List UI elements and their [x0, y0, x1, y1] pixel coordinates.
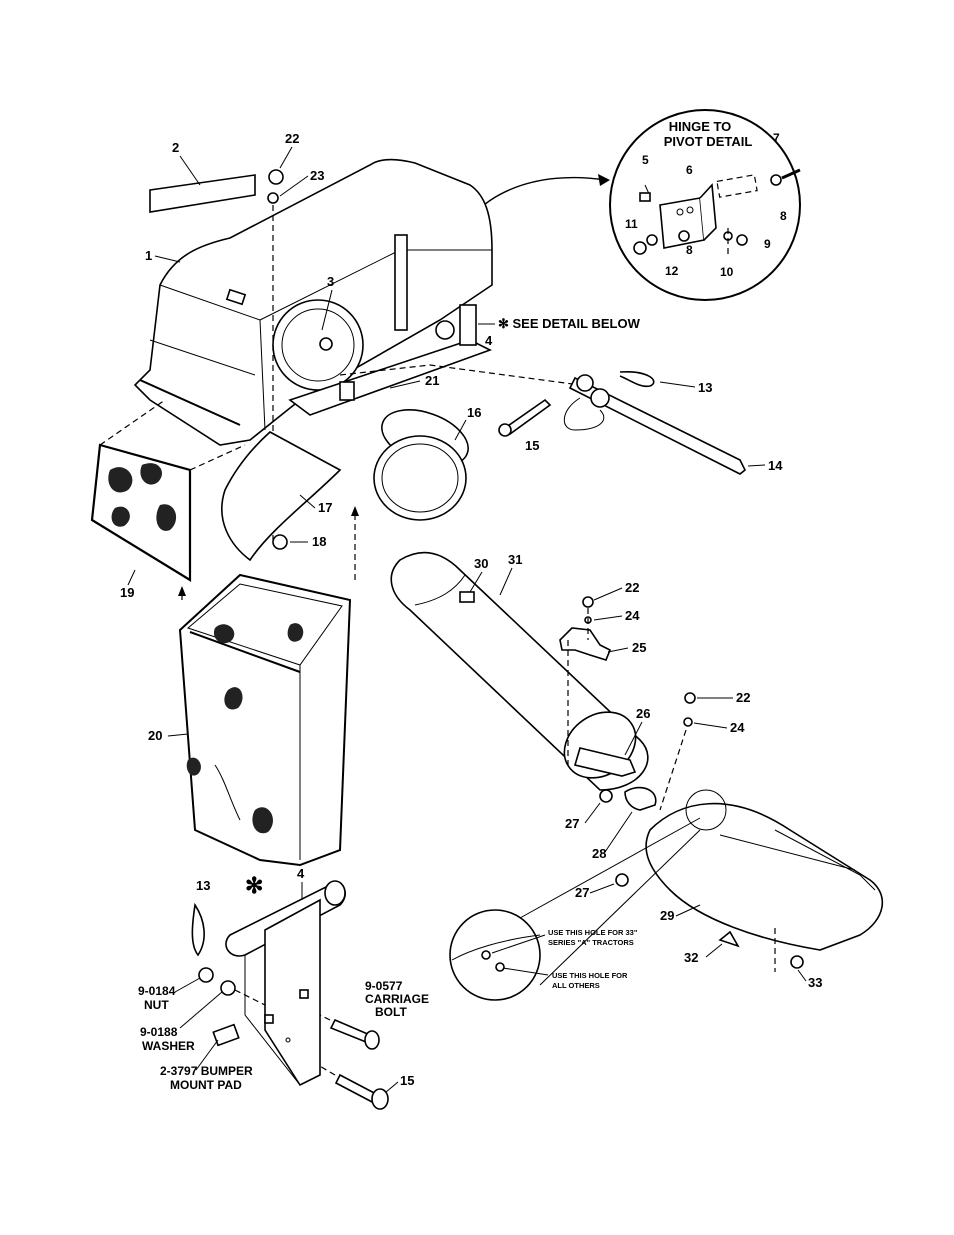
- detail-asterisk: ✻: [245, 873, 263, 898]
- callout-6: 6: [686, 163, 693, 177]
- washer-part-number: 9-0188: [140, 1025, 178, 1039]
- detail-title-line1: HINGE TO: [669, 119, 732, 134]
- clevis-pin-15b: [334, 1073, 389, 1110]
- callout-10: 10: [720, 265, 734, 279]
- bumper-pad-label-line2: MOUNT PAD: [170, 1078, 242, 1092]
- callout-32: 32: [684, 950, 698, 965]
- washer-23: [267, 192, 279, 204]
- callout-22: 22: [285, 131, 299, 146]
- hinge-detail-inset: HINGE TO PIVOT DETAIL 5 6 7 8 8 9 10 11 …: [609, 109, 801, 301]
- nut-22c: [684, 692, 696, 704]
- callout-5: 5: [642, 153, 649, 167]
- callout-7: 7: [773, 131, 780, 145]
- callout-23: 23: [310, 168, 324, 183]
- bumper-pad: [212, 1023, 240, 1047]
- bolt-part-number: 9-0577: [365, 979, 403, 993]
- callout-8b: 8: [686, 243, 693, 257]
- hole-33-note-line2: SERIES "A" TRACTORS: [548, 938, 634, 947]
- nut-part-number: 9-0184: [138, 984, 176, 998]
- nut-9-0184: [198, 967, 214, 983]
- callout-18: 18: [312, 534, 326, 549]
- nut-22b: [582, 596, 594, 608]
- callout-24: 24: [625, 608, 640, 623]
- nut-label: NUT: [144, 998, 169, 1012]
- see-detail-note: ✻ SEE DETAIL BELOW: [498, 316, 641, 331]
- callout-25: 25: [632, 640, 646, 655]
- washer-label: WASHER: [142, 1039, 195, 1053]
- callout-14: 14: [768, 458, 783, 473]
- callout-2: 2: [172, 140, 179, 155]
- decal-30: [459, 591, 475, 603]
- callout-11: 11: [625, 217, 638, 231]
- callout-16: 16: [467, 405, 481, 420]
- callout-22b: 22: [625, 580, 639, 595]
- deflector-17: [221, 431, 342, 562]
- carriage-bolt: [329, 1018, 380, 1050]
- callout-12: 12: [665, 264, 679, 278]
- bolt-label-line1: CARRIAGE: [365, 992, 429, 1006]
- bumper-pad-label-line1: 2-3797 BUMPER: [160, 1064, 253, 1078]
- grass-bag-20: [178, 573, 352, 867]
- callout-28: 28: [592, 846, 606, 861]
- hairpin-clip-13: [619, 371, 655, 388]
- hole-33-note-line1: USE THIS HOLE FOR 33": [548, 928, 638, 937]
- hole-all-note-line1: USE THIS HOLE FOR: [552, 971, 628, 980]
- hole-detail-inset: [449, 817, 701, 1001]
- bracket-28: [624, 786, 657, 811]
- bumper-mount-bracket-4: [225, 880, 346, 1087]
- callout-22c: 22: [736, 690, 750, 705]
- bolt-27: [599, 789, 613, 803]
- callout-33: 33: [808, 975, 822, 990]
- callout-15: 15: [525, 438, 539, 453]
- washer-24b: [683, 717, 693, 727]
- bolt-18: [272, 534, 288, 550]
- callout-31: 31: [508, 552, 522, 567]
- callout-27b: 27: [575, 885, 589, 900]
- screen-19: [90, 399, 246, 582]
- callout-4: 4: [485, 333, 493, 348]
- discharge-chute-29: [645, 789, 884, 951]
- callout-27: 27: [565, 816, 579, 831]
- callout-4b: 4: [297, 866, 305, 881]
- callout-24b: 24: [730, 720, 745, 735]
- callout-26: 26: [636, 706, 650, 721]
- callout-1: 1: [145, 248, 152, 263]
- hairpin-clip-13b: [191, 902, 205, 957]
- detail-title-line2: PIVOT DETAIL: [664, 134, 753, 149]
- nut-32: [718, 930, 740, 948]
- clevis-pin-15: [498, 398, 552, 437]
- decal-2: 2: [149, 140, 256, 213]
- hole-all-note-line2: ALL OTHERS: [552, 981, 600, 990]
- callout-13: 13: [698, 380, 712, 395]
- plate-26: [573, 747, 637, 777]
- hopper-lid: [133, 158, 493, 446]
- callout-13b: 13: [196, 878, 210, 893]
- callout-20: 20: [148, 728, 162, 743]
- bolt-27b: [615, 873, 629, 887]
- callout-29: 29: [660, 908, 674, 923]
- callout-17: 17: [318, 500, 332, 515]
- pivot-rod-14: [563, 374, 747, 475]
- washer-9-0188: [220, 980, 236, 996]
- adapter-16: [373, 409, 469, 521]
- bolt-33: [790, 955, 804, 969]
- bolt-5: [639, 192, 651, 202]
- callout-30: 30: [474, 556, 488, 571]
- callout-9: 9: [764, 237, 771, 251]
- callout-8a: 8: [780, 209, 787, 223]
- callout-19: 19: [120, 585, 134, 600]
- callout-21: 21: [425, 373, 439, 388]
- callout-15b: 15: [400, 1073, 414, 1088]
- nut-22: [268, 169, 284, 185]
- bolt-label-line2: BOLT: [375, 1005, 407, 1019]
- callout-3: 3: [327, 274, 334, 289]
